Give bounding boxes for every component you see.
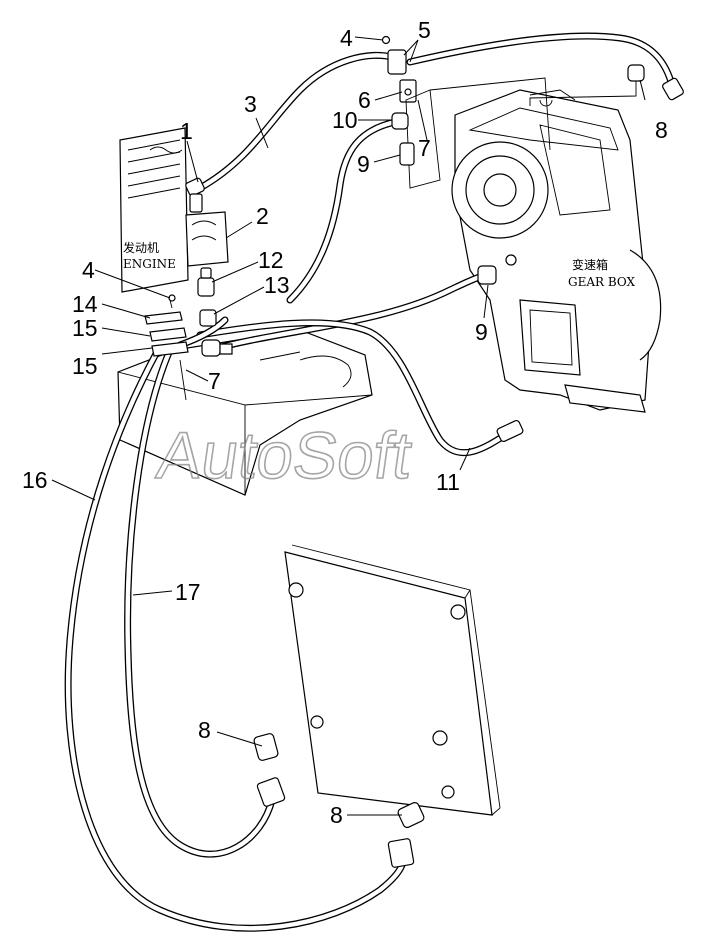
fitting-8-right bbox=[387, 802, 425, 868]
callout-8-right: 8 bbox=[330, 802, 343, 828]
callout-7-left: 7 bbox=[208, 368, 221, 394]
callout-16: 16 bbox=[22, 467, 48, 493]
hose-3 bbox=[196, 51, 399, 192]
callout-4-top: 4 bbox=[340, 25, 353, 51]
callout-8-top: 8 bbox=[655, 117, 668, 143]
callout-3: 3 bbox=[244, 91, 257, 117]
fitting-8-left bbox=[253, 733, 286, 807]
bolt-4-top bbox=[381, 35, 391, 45]
hose-11 bbox=[196, 319, 514, 457]
leader-lines bbox=[51, 36, 646, 816]
engine-assembly: 发动机 ENGINE bbox=[119, 127, 229, 293]
hose-17 bbox=[124, 346, 276, 858]
callout-12: 12 bbox=[258, 247, 284, 273]
engine-label-en: ENGINE bbox=[123, 257, 176, 271]
callout-1: 1 bbox=[180, 118, 193, 144]
callout-15-top: 15 bbox=[72, 315, 98, 341]
callout-8-left: 8 bbox=[198, 717, 211, 743]
fitting-9-gearbox bbox=[477, 254, 517, 285]
callout-numbers: 1 2 3 4 4 5 6 7 7 8 8 8 9 9 10 11 12 13 … bbox=[22, 17, 668, 828]
hose-10 bbox=[286, 118, 399, 304]
callout-9-top: 9 bbox=[357, 151, 370, 177]
gearbox-label-en: GEAR BOX bbox=[568, 275, 636, 289]
fitting-13 bbox=[199, 309, 217, 327]
callout-15-bottom: 15 bbox=[72, 353, 98, 379]
fitting-12 bbox=[197, 267, 215, 297]
fitting-9-top bbox=[399, 142, 415, 166]
callout-14: 14 bbox=[72, 291, 98, 317]
fitting-elbow-engine bbox=[201, 339, 233, 357]
fitting-8-top bbox=[529, 64, 684, 106]
clamp-14-15 bbox=[144, 294, 189, 401]
callout-10: 10 bbox=[332, 107, 358, 133]
hose-top-right bbox=[406, 32, 676, 89]
callout-13: 13 bbox=[264, 272, 290, 298]
gearbox-assembly: 变速箱 GEAR BOX bbox=[451, 89, 662, 413]
callout-17: 17 bbox=[175, 579, 201, 605]
callout-5: 5 bbox=[418, 17, 431, 43]
callout-2: 2 bbox=[256, 203, 269, 229]
callout-4-left: 4 bbox=[82, 257, 95, 283]
callout-6: 6 bbox=[358, 87, 371, 113]
callout-9-gearbox: 9 bbox=[475, 319, 488, 345]
fitting-10 bbox=[391, 112, 409, 130]
fitting-11 bbox=[496, 419, 524, 443]
gearbox-label-cn: 变速箱 bbox=[572, 257, 608, 272]
fitting-1 bbox=[185, 177, 205, 213]
engine-label-cn: 发动机 bbox=[123, 240, 159, 255]
controller-box bbox=[284, 544, 501, 816]
hose-16 bbox=[64, 346, 407, 932]
clamp-5-6 bbox=[387, 49, 551, 189]
watermark-text: AutoSoft bbox=[153, 419, 416, 493]
callout-11: 11 bbox=[436, 469, 460, 495]
hose-13-gearbox bbox=[206, 271, 490, 354]
callout-7-top: 7 bbox=[418, 135, 431, 161]
